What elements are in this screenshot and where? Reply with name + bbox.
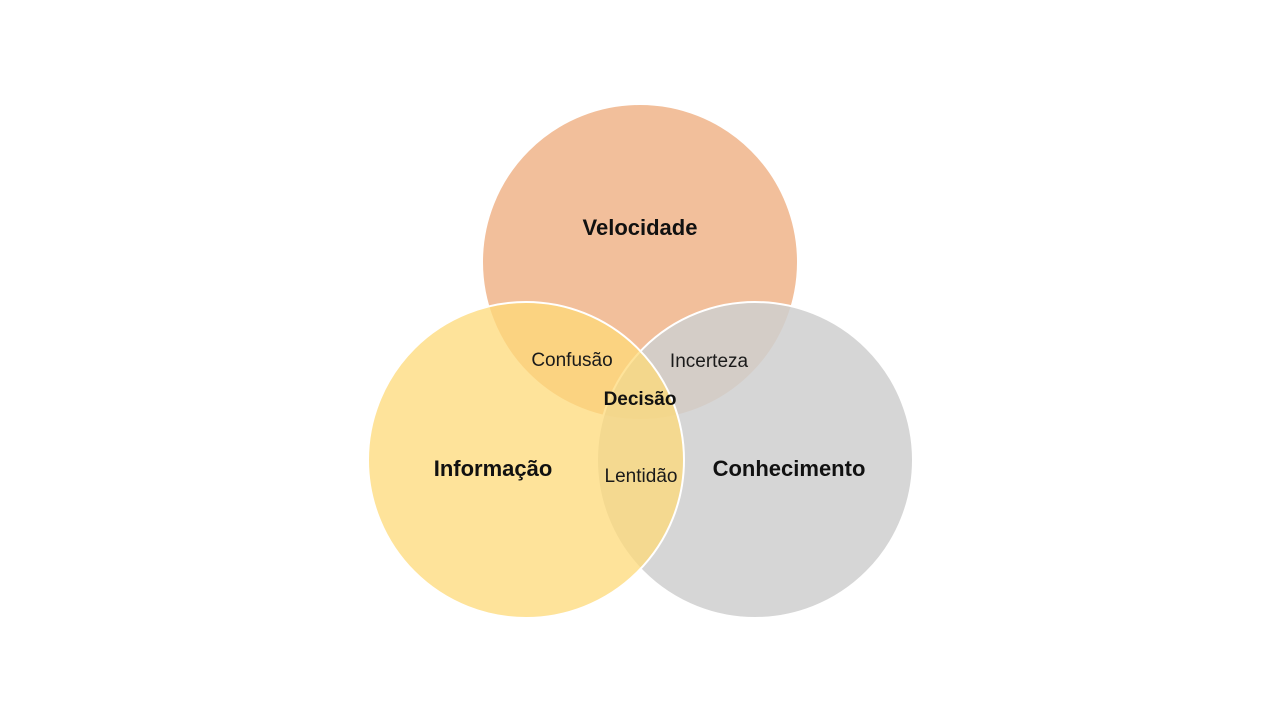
label-lentidao: Lentidão [605, 466, 678, 487]
label-informacao: Informação [434, 456, 553, 481]
label-decisao: Decisão [604, 389, 677, 410]
circle-informacao [367, 301, 685, 619]
label-incerteza: Incerteza [670, 351, 749, 372]
label-conhecimento: Conhecimento [713, 456, 866, 481]
label-velocidade: Velocidade [583, 215, 698, 240]
label-confusao: Confusão [531, 350, 612, 371]
